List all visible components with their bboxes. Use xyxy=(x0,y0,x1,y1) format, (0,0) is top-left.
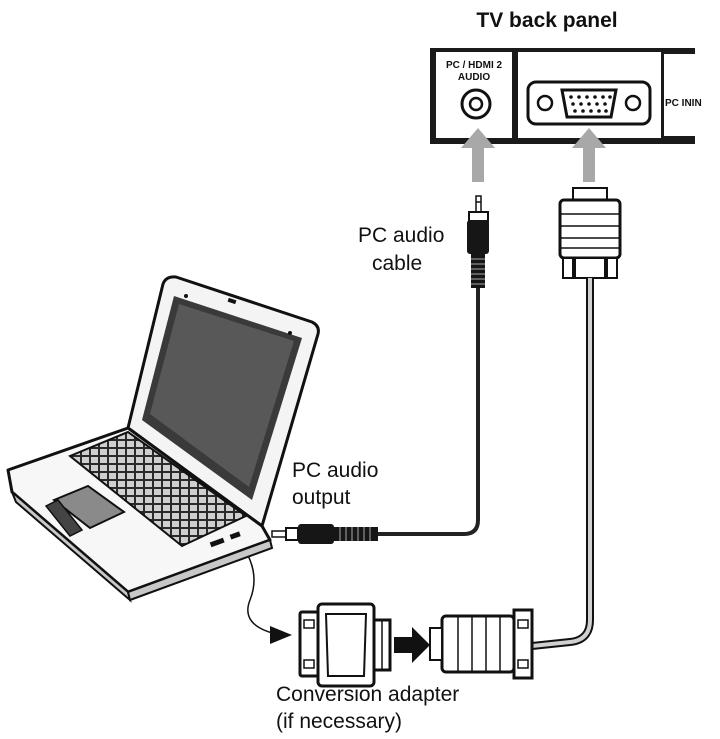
vga-up-arrow xyxy=(572,128,606,182)
vga-cable-bottom-connector xyxy=(429,608,534,680)
tv-panel-title: TV back panel xyxy=(476,9,617,32)
connect-arrow xyxy=(394,627,430,663)
vga-cable xyxy=(531,278,594,650)
audio-port-label-line1: PC / HDMI 2 xyxy=(446,60,503,71)
pc-audio-cable-label-line2: cable xyxy=(372,252,422,275)
adapter-label-line2: (if necessary) xyxy=(276,710,402,733)
audio-up-arrow xyxy=(461,128,495,182)
audio-cable xyxy=(378,288,480,536)
vga-port xyxy=(526,80,652,126)
audio-output-plug xyxy=(271,524,378,544)
audio-cable-top-plug xyxy=(467,195,489,288)
pc-audio-output-label-line1: PC audio xyxy=(292,459,378,482)
vga-cable-top-connector xyxy=(558,187,622,279)
vga-port-label: PC ININ xyxy=(665,98,702,109)
laptop xyxy=(6,275,320,603)
pc-audio-output-label-line2: output xyxy=(292,486,351,509)
pc-audio-cable-label-line1: PC audio xyxy=(358,224,444,247)
audio-jack-port xyxy=(460,88,492,120)
adapter-label-line1: Conversion adapter xyxy=(276,683,459,706)
conversion-adapter xyxy=(298,602,392,688)
audio-port-label-line2: AUDIO xyxy=(458,72,490,83)
